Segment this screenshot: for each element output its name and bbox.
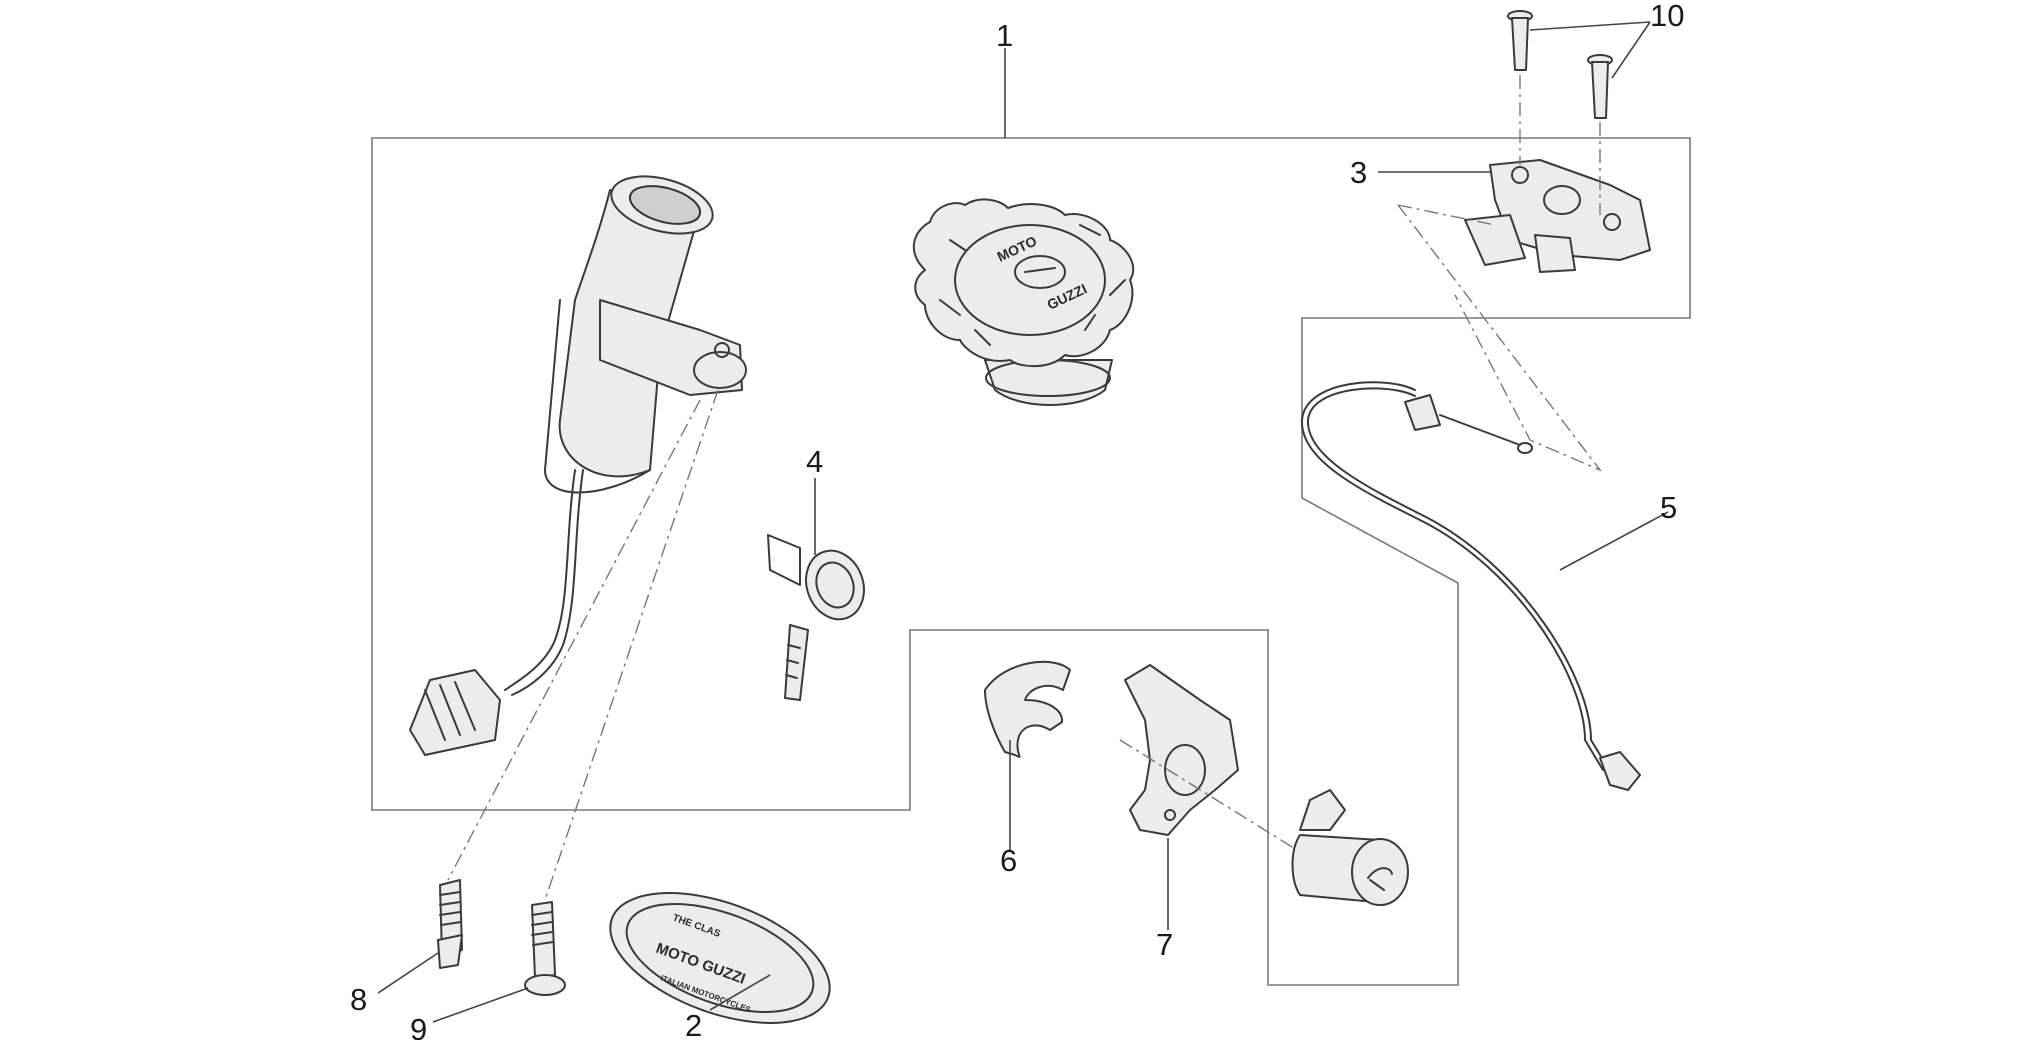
leader-10-a bbox=[1529, 21, 1651, 31]
ignition-switch bbox=[409, 175, 747, 756]
release-cable bbox=[1300, 381, 1641, 791]
grub-screw-8 bbox=[437, 879, 463, 969]
retaining-clip bbox=[984, 660, 1071, 758]
tank-emblem: THE CLAS MOTO GUZZI ITALIAN MOTORCYCLES bbox=[609, 892, 831, 1024]
flange-bolt-9 bbox=[524, 901, 566, 996]
screw-10-b bbox=[1587, 54, 1613, 119]
screw-10-a bbox=[1507, 10, 1533, 71]
callout-4: 4 bbox=[806, 444, 823, 479]
leader-9 bbox=[432, 987, 529, 1023]
leader-5 bbox=[1559, 511, 1669, 571]
lock-plate bbox=[1124, 664, 1239, 836]
leader-10-b bbox=[1611, 21, 1651, 79]
callout-10: 10 bbox=[1650, 0, 1684, 33]
callout-6: 6 bbox=[1000, 843, 1017, 878]
callout-8: 8 bbox=[350, 982, 367, 1017]
callout-7: 7 bbox=[1156, 927, 1173, 962]
callout-9: 9 bbox=[410, 1012, 427, 1040]
callout-1: 1 bbox=[996, 18, 1013, 53]
key bbox=[767, 534, 865, 701]
fuel-cap: MOTO GUZZI bbox=[912, 198, 1135, 406]
leader-2 bbox=[709, 974, 771, 1011]
part-1-group-frame bbox=[371, 137, 1691, 986]
seat-lock-cylinder bbox=[1291, 789, 1409, 906]
callout-5: 5 bbox=[1660, 490, 1677, 525]
leader-8 bbox=[377, 952, 439, 994]
callout-3: 3 bbox=[1350, 155, 1367, 190]
callout-2: 2 bbox=[685, 1008, 702, 1040]
lock-bracket bbox=[1464, 159, 1651, 273]
